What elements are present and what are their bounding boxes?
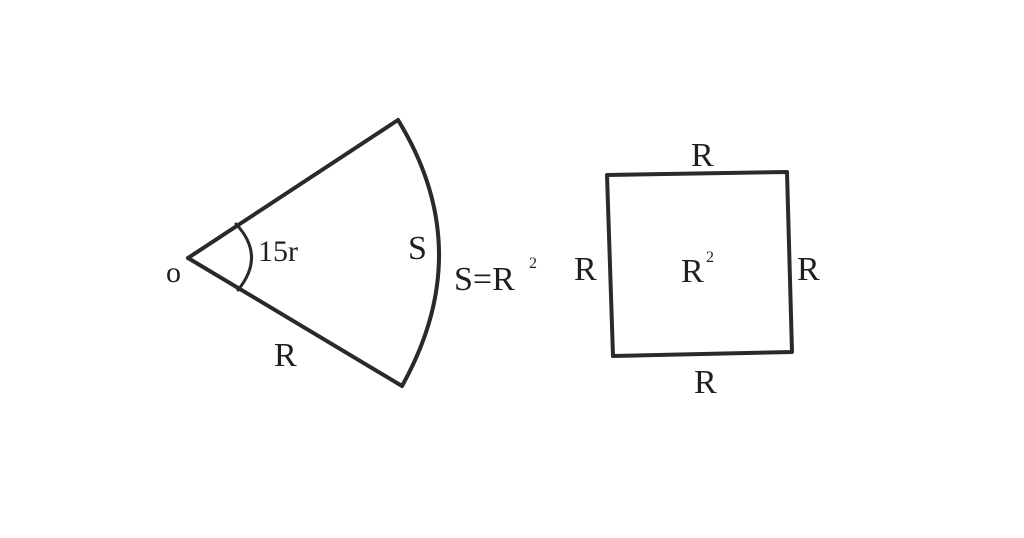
vertex-label: o: [166, 256, 181, 289]
angle-label: 15r: [258, 235, 298, 268]
formula-exponent: 2: [529, 255, 537, 272]
sector-upper-radius: [186, 118, 400, 260]
square-area: R 2: [681, 249, 714, 290]
square-bottom-label: R: [694, 364, 717, 401]
sector: [186, 118, 441, 388]
square-top-label: R: [691, 137, 714, 174]
sector-angle-arc: [234, 222, 253, 292]
square-right-label: R: [797, 251, 820, 288]
sector-lower-radius: [186, 256, 404, 388]
square-area-exponent: 2: [706, 249, 714, 266]
radius-label: R: [274, 337, 297, 374]
square-left-label: R: [574, 251, 597, 288]
sector-arc: [396, 118, 441, 388]
formula: S=R 2: [454, 255, 537, 298]
square-area-base: R: [681, 253, 704, 290]
formula-base: S=R: [454, 261, 515, 298]
square-shape: [605, 170, 794, 358]
arc-label: S: [408, 230, 427, 267]
